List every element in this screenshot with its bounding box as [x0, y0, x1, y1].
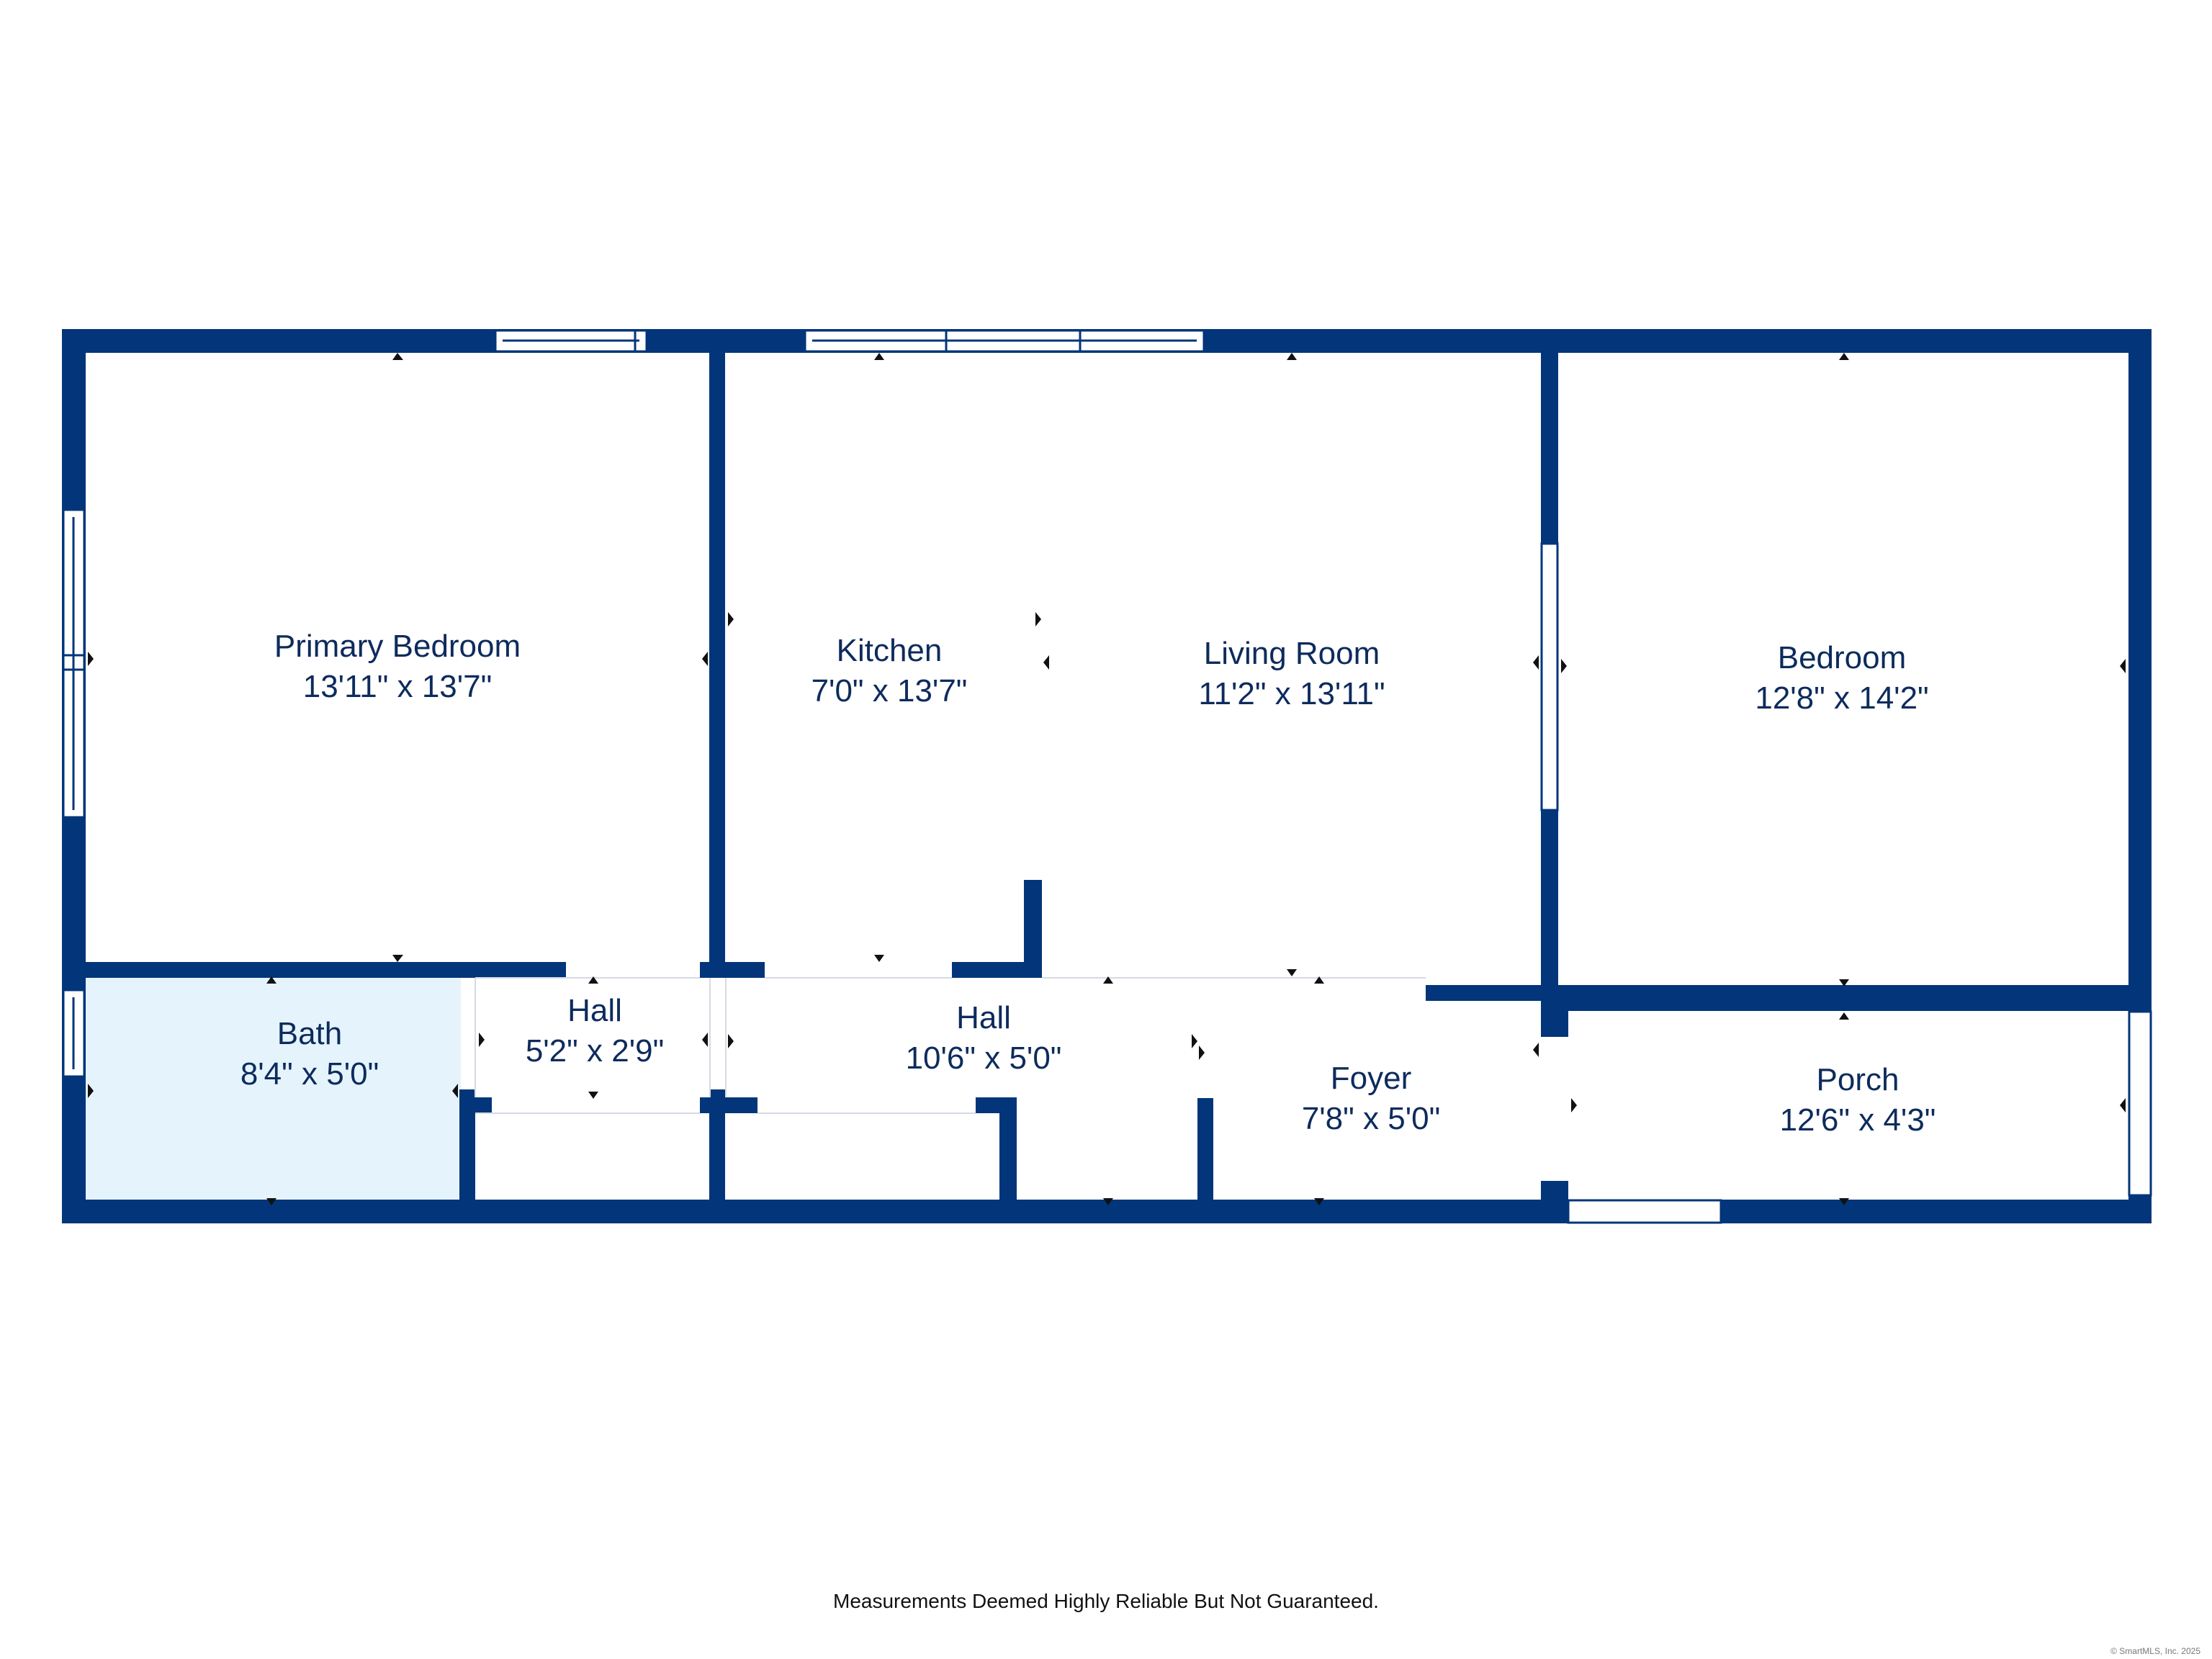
outer-wall-right-upper: [2128, 329, 2152, 1012]
wall-hall-top-b: [952, 962, 1038, 978]
wall-bedroom-bath: [85, 962, 566, 978]
wall-kitchen-stub: [1024, 880, 1042, 978]
window-porch-bottom: [1567, 1199, 1722, 1224]
wall-hall-top-a: [700, 962, 765, 978]
room-name-bath: Bath: [277, 1016, 343, 1051]
wall-bedroom-porch: [1555, 985, 2131, 1011]
room-name-primary-bedroom: Primary Bedroom: [274, 629, 521, 664]
wall-bath-closet: [459, 1089, 475, 1201]
wall-hall-closet: [999, 1098, 1017, 1201]
room-dims-bath: 8'4" x 5'0": [240, 1056, 379, 1092]
room-labels: Primary Bedroom 13'11" x 13'7" Kitchen 7…: [240, 629, 1936, 1138]
bath-floor: [85, 976, 461, 1201]
wall-foyer-porch-lower: [1541, 1181, 1568, 1210]
outer-wall-right-lower: [2128, 1195, 2152, 1223]
room-name-hall-large: Hall: [956, 1000, 1011, 1035]
measurement-disclaimer: Measurements Deemed Highly Reliable But …: [833, 1590, 1379, 1612]
room-dims-foyer: 7'8" x 5'0": [1302, 1101, 1440, 1136]
room-name-kitchen: Kitchen: [837, 633, 943, 668]
outer-wall-bottom-left: [62, 1200, 1568, 1223]
room-dims-bedroom: 12'8" x 14'2": [1755, 680, 1928, 716]
wall-foyer-left: [1197, 1098, 1213, 1201]
room-name-living-room: Living Room: [1204, 636, 1380, 671]
room-dims-porch: 12'6" x 4'3": [1780, 1102, 1936, 1138]
windows: [62, 329, 2152, 1224]
wall-living-bedroom-upper: [1541, 346, 1558, 544]
wall-living-bedroom-lower: [1541, 810, 1558, 994]
openings: [475, 977, 1426, 1114]
room-dims-primary-bedroom: 13'11" x 13'7": [303, 669, 493, 704]
room-dims-living-room: 11'2" x 13'11": [1198, 676, 1385, 711]
room-name-hall-small: Hall: [567, 993, 622, 1028]
wall-hall-bottom-c: [976, 1097, 1017, 1113]
room-dims-kitchen: 7'0" x 13'7": [811, 673, 968, 709]
room-name-bedroom: Bedroom: [1778, 640, 1907, 675]
measure-arrows: [88, 353, 2126, 1205]
wall-foyer-top: [1426, 985, 1555, 1001]
outer-wall-bottom-right: [1721, 1200, 2152, 1223]
copyright-notice: © SmartMLS, Inc. 2025: [2110, 1646, 2200, 1656]
room-dims-hall-small: 5'2" x 2'9": [526, 1033, 664, 1069]
wall-closet-divider: [709, 1089, 725, 1201]
walls: [62, 329, 2152, 1223]
room-dims-hall-large: 10'6" x 5'0": [906, 1040, 1062, 1076]
wall-bedroom-kitchen: [709, 346, 725, 978]
window-porch-right: [2128, 1010, 2152, 1197]
wall-hall-bottom-b: [700, 1097, 757, 1113]
room-name-foyer: Foyer: [1331, 1061, 1411, 1096]
opening-living-bedroom: [1540, 542, 1559, 811]
room-name-porch: Porch: [1817, 1062, 1899, 1097]
wall-hall-bottom-a: [459, 1097, 492, 1113]
